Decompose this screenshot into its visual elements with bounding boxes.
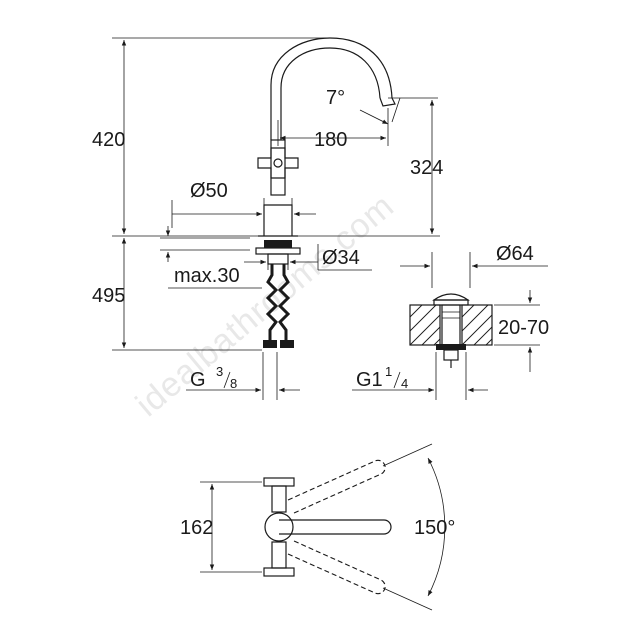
dim-waste-diameter: Ø64 [496,243,534,265]
angle-leg [391,97,401,123]
dim-max-thickness: max.30 [174,265,240,287]
spout-top-center [279,519,392,535]
g38-slash [223,371,231,389]
hose-end-left [263,340,277,348]
swivel-ray-up [382,443,433,467]
swivel-ray-down [382,587,433,611]
handle-top-cap [263,477,295,487]
counter-section-left [409,304,441,346]
faucet-base [263,204,293,236]
dim-total-height: 420 [92,129,125,151]
mounting-plate [255,247,301,255]
dim-thread-main-den: 8 [230,376,237,391]
dim-spout-angle: 7° [326,87,345,109]
mounting-nut [264,240,292,248]
dim-spout-height: 324 [410,157,443,179]
flex-hose-left [265,264,279,344]
dim-handle-width: 162 [180,517,213,539]
dim-thread-waste-den: 4 [401,376,408,391]
handle-hub [273,158,283,168]
cross-handle [257,147,299,179]
handle-bar-bottom [271,541,287,569]
shank [267,253,289,265]
waste-nut [436,344,466,350]
hatching-right [461,304,493,346]
dim-swivel-angle: 150° [414,517,455,539]
hatching-left [409,304,441,346]
hose-end-right [280,340,294,348]
faucet-side-view: 420 495 180 7° 324 Ø50 max.30 [92,37,443,400]
dim-below-counter: 495 [92,285,125,307]
spout-swivel-down [287,540,386,595]
g114-slash [393,371,401,389]
dim-waste-range: 20-70 [498,317,549,339]
spout-inner [280,47,381,140]
waste-tail [443,349,459,361]
waste-drain: Ø64 20-70 [352,243,549,400]
flex-hose-right [277,264,291,344]
spout-swivel-up [287,459,386,514]
angle-pointer [359,109,389,125]
dim-shank-diameter: Ø34 [322,247,360,269]
handle-bar-top [271,485,287,513]
waste-plug-cap [432,293,470,301]
dim-thread-waste-num: 1 [385,364,392,379]
body-top-view [264,512,294,542]
dim-spout-reach: 180 [314,129,347,151]
dim-thread-main-num: 3 [216,364,223,379]
dim-thread-main: G [190,369,206,391]
dim-base-diameter: Ø50 [190,180,228,202]
waste-plug-flange [433,299,469,306]
spout-outer [270,37,393,140]
spout-tip [379,97,396,107]
handle-bottom-cap [263,567,295,577]
swivel-arc [427,457,446,597]
counter-section-right [461,304,493,346]
faucet-top-view: 162 150° [180,443,455,611]
dim-thread-waste: G1 [356,369,383,391]
